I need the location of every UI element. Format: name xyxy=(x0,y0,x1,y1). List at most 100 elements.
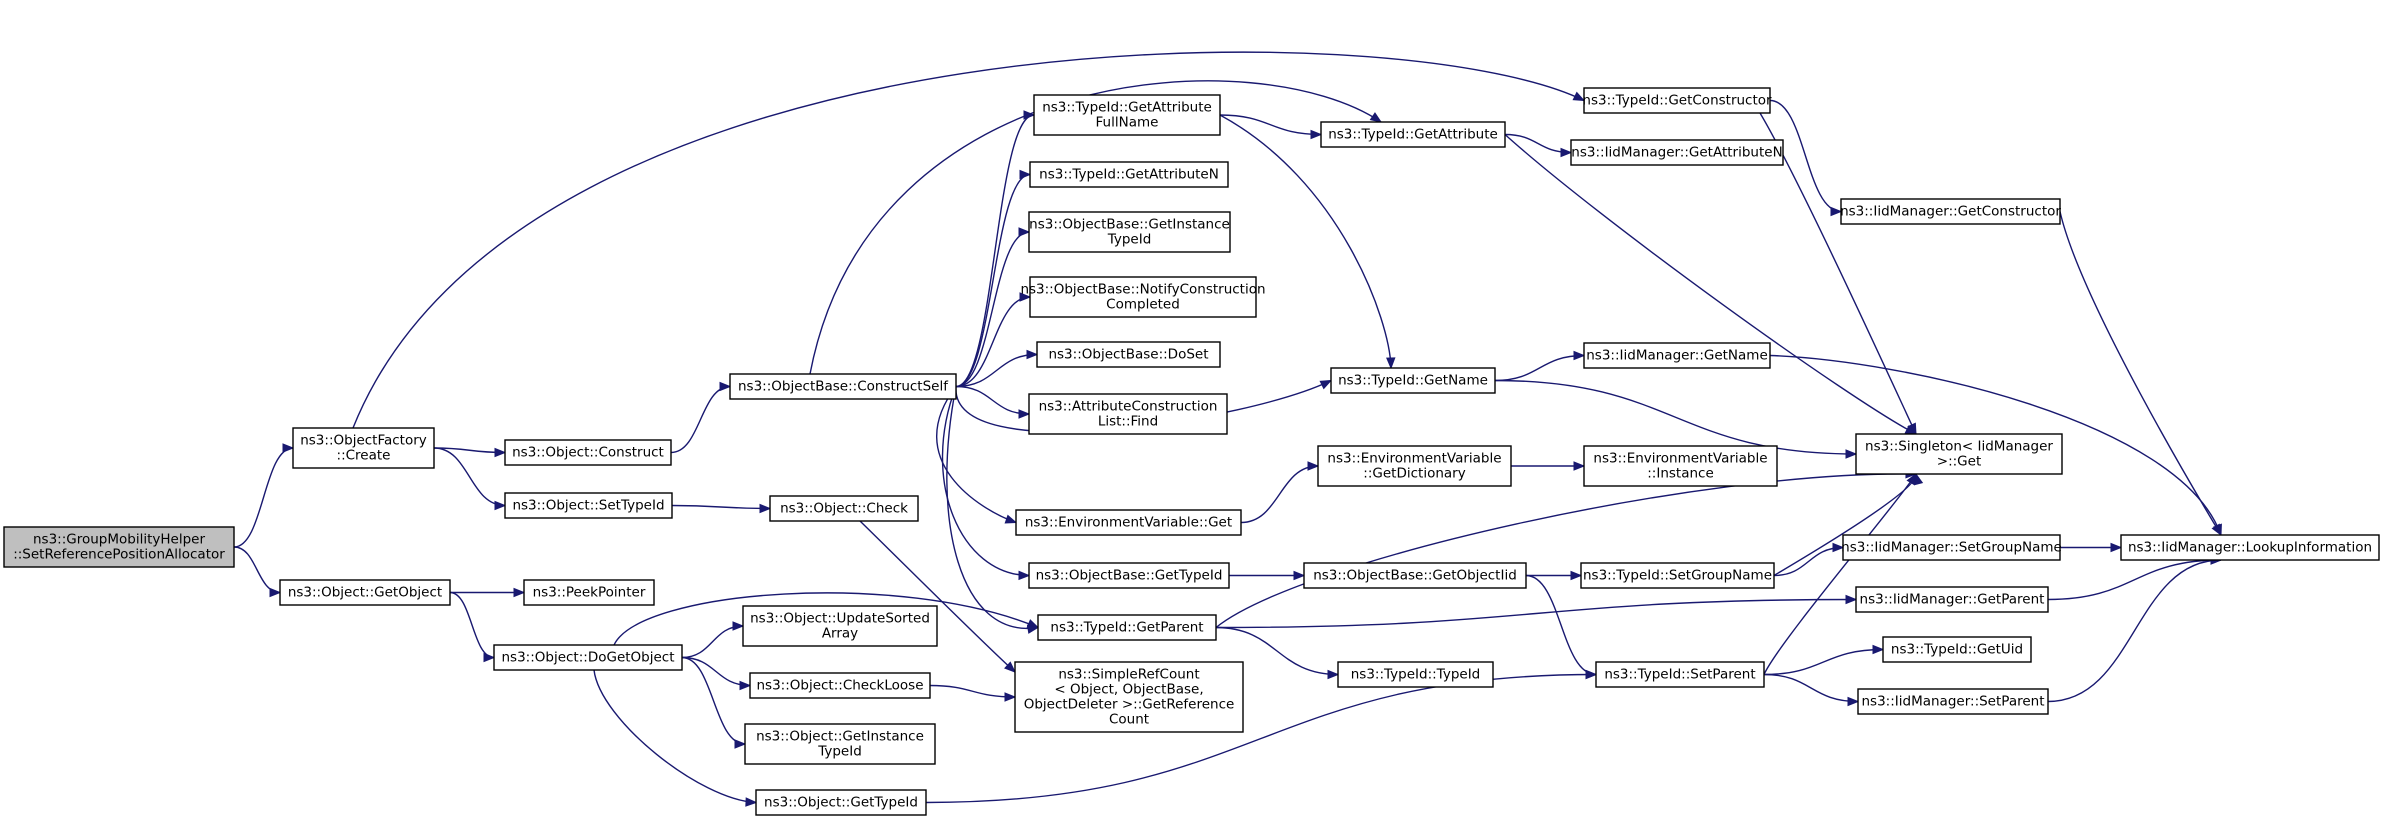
node-label: ns3::IidManager::GetName xyxy=(1586,348,1768,364)
arrowhead-icon xyxy=(1369,112,1383,123)
edge-ob-constructself-to-ob-getinstancetypeid xyxy=(955,227,1031,388)
node-iid-setgroupname[interactable]: ns3::IidManager::SetGroupName xyxy=(1841,534,2062,561)
node-tid-getattrn[interactable]: ns3::TypeId::GetAttributeN xyxy=(1029,161,1229,188)
node-obj-check[interactable]: ns3::Object::Check xyxy=(769,495,919,522)
edge-ob-getobjectiid-to-tid-setgroupname xyxy=(1526,570,1583,581)
node-ob-constructself[interactable]: ns3::ObjectBase::ConstructSelf xyxy=(729,373,957,400)
node-obj-dogetobject[interactable]: ns3::Object::DoGetObject xyxy=(493,644,683,671)
arrowhead-icon xyxy=(1018,570,1031,581)
node-src-getref[interactable]: ns3::SimpleRefCount< Object, ObjectBase,… xyxy=(1014,661,1244,733)
arrowhead-icon xyxy=(1319,379,1333,390)
node-ob-gettypeid[interactable]: ns3::ObjectBase::GetTypeId xyxy=(1028,562,1230,589)
node-obj-gettypeid[interactable]: ns3::Object::GetTypeId xyxy=(755,789,927,816)
node-iid-lookupinfo[interactable]: ns3::IidManager::LookupInformation xyxy=(2120,534,2380,561)
node-box xyxy=(1028,562,1230,589)
arrowhead-icon xyxy=(1307,461,1320,471)
node-box xyxy=(1029,161,1229,188)
node-box xyxy=(1330,367,1496,394)
node-label: ns3::ObjectBase::ConstructSelf xyxy=(738,379,949,395)
edge-iid-getconstructor-to-iid-lookupinfo xyxy=(2059,211,2222,537)
node-label: ns3::ObjectBase::DoSet xyxy=(1048,347,1208,363)
arrowhead-icon xyxy=(1386,357,1396,370)
node-label: ns3::TypeId::GetUid xyxy=(1891,642,2023,658)
node-tid-getconstructor[interactable]: ns3::TypeId::GetConstructor xyxy=(1582,87,1772,114)
edge-line xyxy=(233,447,294,548)
node-label: Count xyxy=(1109,712,1149,728)
edge-line xyxy=(1525,574,1597,676)
edge-iid-getparent-to-iid-lookupinfo xyxy=(2047,555,2223,601)
edge-line xyxy=(946,386,1039,630)
arrowhead-icon xyxy=(1573,461,1586,471)
node-label: ns3::IidManager::SetParent xyxy=(1862,694,2045,710)
node-iid-setparent[interactable]: ns3::IidManager::SetParent xyxy=(1857,688,2049,715)
edge-line xyxy=(859,520,1016,673)
edge-line xyxy=(449,591,495,659)
edge-ob-constructself-to-tid-getparent xyxy=(946,386,1040,634)
node-box xyxy=(292,427,435,469)
node-iid-getconstructor[interactable]: ns3::IidManager::GetConstructor xyxy=(1840,198,2061,225)
edge-line xyxy=(1240,465,1319,524)
node-of-create[interactable]: ns3::ObjectFactory::Create xyxy=(292,427,435,469)
node-obj-checkloose[interactable]: ns3::Object::CheckLoose xyxy=(749,672,931,699)
edge-tid-getparent-to-iid-getparent xyxy=(1215,594,1858,629)
node-tid-getparent[interactable]: ns3::TypeId::GetParent xyxy=(1037,614,1217,641)
node-tid-getname[interactable]: ns3::TypeId::GetName xyxy=(1330,367,1496,394)
node-label: FullName xyxy=(1096,115,1159,131)
node-ob-doset[interactable]: ns3::ObjectBase::DoSet xyxy=(1036,341,1221,368)
node-ob-getobjectiid[interactable]: ns3::ObjectBase::GetObjectIid xyxy=(1303,562,1527,589)
node-obj-settypeid[interactable]: ns3::Object::SetTypeId xyxy=(504,492,673,519)
arrowhead-icon xyxy=(1907,422,1917,436)
edge-line xyxy=(681,656,746,745)
edge-line xyxy=(352,51,1585,429)
node-tid-setgroupname[interactable]: ns3::TypeId::SetGroupName xyxy=(1580,562,1775,589)
node-obj-construct[interactable]: ns3::Object::Construct xyxy=(504,439,672,466)
arrowhead-icon xyxy=(1019,169,1032,180)
edge-of-create-to-tid-getconstructor xyxy=(352,51,1586,429)
node-tid-getattribute[interactable]: ns3::TypeId::GetAttribute xyxy=(1320,121,1506,148)
edge-ob-constructself-to-tid-getattrfullname xyxy=(955,110,1036,388)
node-env-instance[interactable]: ns3::EnvironmentVariable::Instance xyxy=(1583,445,1778,487)
node-singleton-get[interactable]: ns3::Singleton< IidManager >::Get xyxy=(1855,433,2063,475)
edge-ob-constructself-to-ob-gettypeid xyxy=(941,386,1031,581)
node-box xyxy=(749,672,931,699)
node-label: TypeId xyxy=(1107,232,1152,248)
node-label: ns3::EnvironmentVariable xyxy=(1327,451,1501,467)
edge-tid-setgroupname-to-iid-setgroupname xyxy=(1773,542,1845,577)
node-tid-setparent[interactable]: ns3::TypeId::SetParent xyxy=(1595,661,1765,688)
node-box xyxy=(504,492,673,519)
node-env-getdict[interactable]: ns3::EnvironmentVariable::GetDictionary xyxy=(1317,445,1512,487)
edge-line xyxy=(1504,133,1917,435)
node-iid-getattributen[interactable]: ns3::IidManager::GetAttributeN xyxy=(1570,139,1784,166)
node-label: ns3::TypeId::GetAttributeN xyxy=(1039,167,1219,183)
node-label: ns3::Object::Check xyxy=(780,501,908,517)
arrowhead-icon xyxy=(2110,542,2123,553)
node-tid-typeid[interactable]: ns3::TypeId::TypeId xyxy=(1337,661,1494,688)
edge-line xyxy=(233,546,281,594)
node-tid-getuid[interactable]: ns3::TypeId::GetUid xyxy=(1882,636,2032,663)
edge-tid-getattrfullname-to-tid-getattribute xyxy=(1219,114,1323,140)
node-label: ns3::ObjectBase::GetInstance xyxy=(1029,217,1230,233)
node-obj-getobject[interactable]: ns3::Object::GetObject xyxy=(279,579,451,606)
edge-line xyxy=(1494,354,1585,382)
node-ob-notify[interactable]: ns3::ObjectBase::NotifyConstructionCompl… xyxy=(1020,276,1266,318)
arrowhead-icon xyxy=(1004,514,1018,524)
node-iid-getname[interactable]: ns3::IidManager::GetName xyxy=(1583,342,1771,369)
node-iid-getparent[interactable]: ns3::IidManager::GetParent xyxy=(1855,586,2049,613)
arrowhead-icon xyxy=(1327,669,1340,680)
edge-obj-getobject-to-obj-dogetobject xyxy=(449,591,496,663)
node-box xyxy=(1882,636,2032,663)
edge-line xyxy=(670,385,731,454)
arrowhead-icon xyxy=(1572,91,1586,102)
node-label: ns3::Object::DoGetObject xyxy=(501,650,674,666)
node-env-get[interactable]: ns3::EnvironmentVariable::Get xyxy=(1015,509,1242,536)
node-peekpointer[interactable]: ns3::PeekPointer xyxy=(523,579,655,606)
arrowhead-icon xyxy=(1560,147,1573,158)
node-box xyxy=(1015,509,1242,536)
edge-obj-dogetobject-to-obj-getinstancetypeid xyxy=(681,656,747,749)
